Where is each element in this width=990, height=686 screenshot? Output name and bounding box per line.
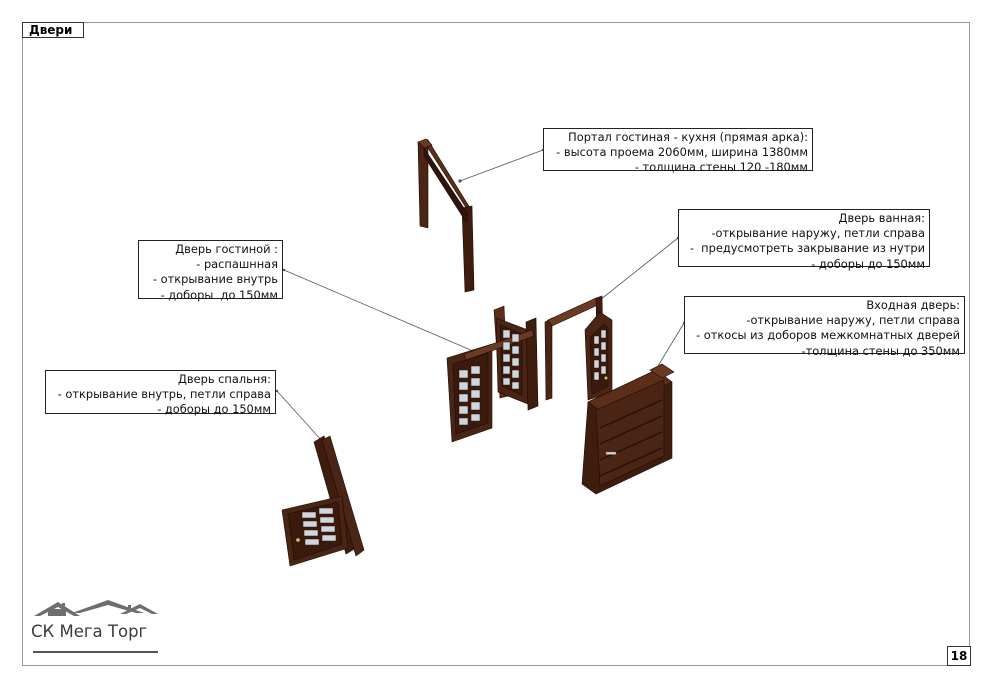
note-entrance-door: Входная дверь:-открывание наружу, петли … xyxy=(684,296,965,358)
leader-line-entrance xyxy=(654,322,685,372)
note-portal: Портал гостиная - кухня (прямая арка):- … xyxy=(543,128,813,174)
page-frame xyxy=(22,22,970,666)
note-bathroom-door: Дверь ванная:-открывание наружу, петли с… xyxy=(678,209,930,271)
leader-line-bath xyxy=(599,237,679,301)
logo-text: СК Мега Торг xyxy=(31,622,148,641)
living-room-door xyxy=(446,305,539,443)
page-title: Двери xyxy=(22,22,84,38)
entrance-door xyxy=(581,363,675,495)
note-living-room-door: Дверь гостиной :- распашнная- открывание… xyxy=(138,240,283,302)
note-bedroom-door: Дверь спальня:- открывание внутрь, петли… xyxy=(45,370,276,416)
leader-line-living xyxy=(283,269,474,352)
bathroom-door xyxy=(544,295,613,401)
company-logo xyxy=(33,600,158,653)
portal-arch xyxy=(417,138,475,293)
bedroom-door xyxy=(281,435,365,567)
leader-line-portal xyxy=(459,149,544,182)
page-number: 18 xyxy=(947,646,971,666)
leader-line-bedroom xyxy=(276,390,323,442)
